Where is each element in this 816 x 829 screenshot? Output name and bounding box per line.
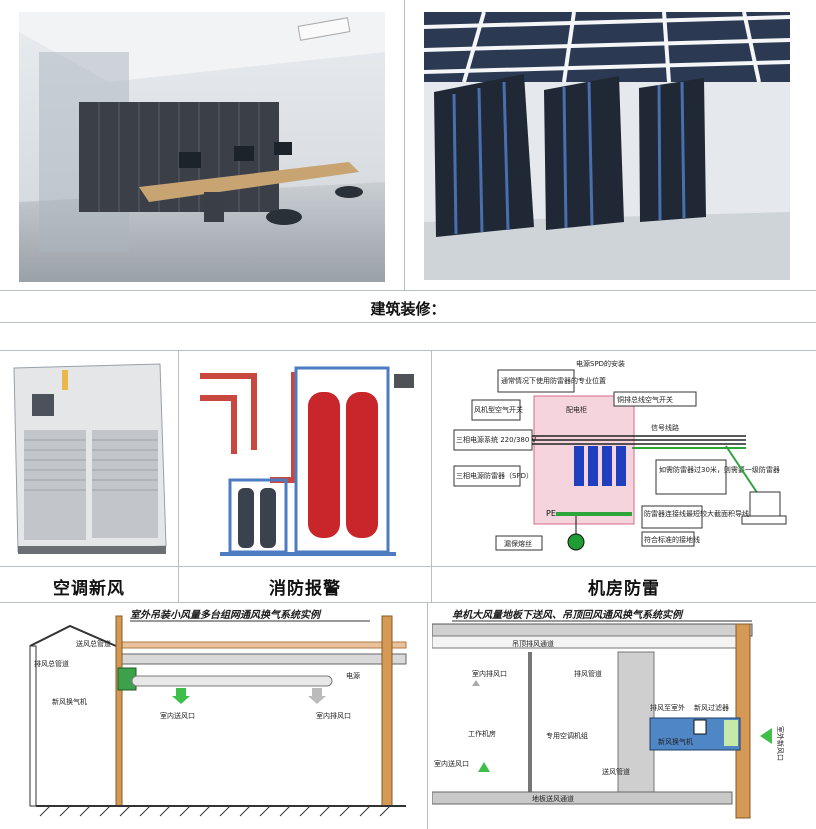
vent2-filter: 新风过滤器 xyxy=(694,703,729,712)
vent-diagram-1: 室外吊装小风量多台组网通风换气系统实例 送风总管道 排风总管道 新风换气机 室内… xyxy=(20,606,420,822)
lightning-ground-box: 符合标准的接地线 xyxy=(644,535,700,544)
lightning-diagram: 电源SPD的安装 通常情况下使用防雷器的专业位置 风机型空气开关 铜排总线空气开… xyxy=(446,356,798,562)
lightning-breaker: 风机型空气开关 xyxy=(474,405,523,414)
lightning-fuse: 漏保熔丝 xyxy=(504,539,532,548)
cell-divider xyxy=(431,350,432,602)
lightning-title: 电源SPD的安装 xyxy=(576,359,625,368)
vent2-exhaust-duct: 排风管道 xyxy=(574,669,602,678)
vent2-return: 室内排风口 xyxy=(472,669,507,678)
lightning-diagram-svg: 电源SPD的安装 通常情况下使用防雷器的专业位置 风机型空气开关 铜排总线空气开… xyxy=(453,359,787,551)
caption-ac: 空调新风 xyxy=(53,579,125,599)
vent1-exhaust-main: 排风总管道 xyxy=(34,659,69,668)
row-divider xyxy=(0,322,816,323)
ac-unit-illustration xyxy=(13,363,167,554)
vent1-electric: 电源 xyxy=(346,671,360,680)
cell-divider xyxy=(178,350,179,602)
lightning-pe: PE xyxy=(546,509,556,518)
vent1-return: 室内排风口 xyxy=(316,711,351,720)
caption-lightning: 机房防雷 xyxy=(588,579,660,599)
lightning-top-box: 通常情况下使用防雷器的专业位置 xyxy=(501,376,606,385)
vent2-ac: 专用空调机组 xyxy=(546,731,588,740)
office-server-room-illustration xyxy=(19,12,385,282)
vent2-supply-duct: 送风管道 xyxy=(602,767,630,776)
fire-suppression-illustration xyxy=(200,366,414,556)
fire-suppression-image xyxy=(190,362,422,558)
server-racks-illustration xyxy=(424,12,790,280)
vent2-fresh-inlet: 室外新风口 xyxy=(776,726,785,761)
lightning-ground-note: 防雷器连接线最短较大截面积导线 xyxy=(644,509,749,518)
section-heading: 建筑装修： xyxy=(370,300,446,318)
caption-fire: 消防报警 xyxy=(269,579,341,599)
vent2-workroom: 工作机房 xyxy=(468,729,496,738)
vent2-floor: 地板送风通道 xyxy=(532,794,574,803)
lightning-main-switch: 铜排总线空气开关 xyxy=(617,395,673,404)
row-divider xyxy=(0,350,816,351)
vent1-supply-main: 送风总管道 xyxy=(76,639,111,648)
lightning-line: 信号线路 xyxy=(651,423,679,432)
vent2-outlet: 室内送风口 xyxy=(434,759,469,768)
vent1-outlet: 室内送风口 xyxy=(160,711,195,720)
vent1-unit: 新风换气机 xyxy=(52,697,87,706)
row-divider xyxy=(0,290,816,291)
lightning-panel: 配电柜 xyxy=(566,405,587,414)
vent1-title: 室外吊装小风量多台组网通风换气系统实例 xyxy=(130,609,322,621)
lightning-spd: 三相电源防雷器（SPD） xyxy=(456,471,533,480)
vent2-ceiling: 吊顶排风通道 xyxy=(512,639,554,648)
vent2-outdoor-exhaust: 排风至室外 xyxy=(650,703,685,712)
vent-diagram-1-svg: 室外吊装小风量多台组网通风换气系统实例 送风总管道 排风总管道 新风换气机 室内… xyxy=(29,609,407,817)
photo-server-racks xyxy=(424,12,790,280)
ac-unit-image xyxy=(10,360,170,558)
lightning-power: 三相电源系统 220/380 V xyxy=(456,435,537,444)
row-divider xyxy=(0,602,816,603)
cell-divider xyxy=(427,602,428,829)
lightning-note: 如需防雷器过30米，则需要一级防雷器 xyxy=(659,465,780,474)
photo-office-server-room xyxy=(19,12,385,282)
row-divider xyxy=(0,566,816,567)
vent2-unit: 新风换气机 xyxy=(658,737,693,746)
vent2-title: 单机大风量地板下送风、吊顶回风通风换气系统实例 xyxy=(452,609,684,621)
photo-divider xyxy=(404,0,405,290)
vent-diagram-2-svg: 单机大风量地板下送风、吊顶回风通风换气系统实例 吊顶排风通道 新风换气机 室内排… xyxy=(431,609,785,819)
vent-diagram-2: 单机大风量地板下送风、吊顶回风通风换气系统实例 吊顶排风通道 新风换气机 室内排… xyxy=(431,606,808,822)
